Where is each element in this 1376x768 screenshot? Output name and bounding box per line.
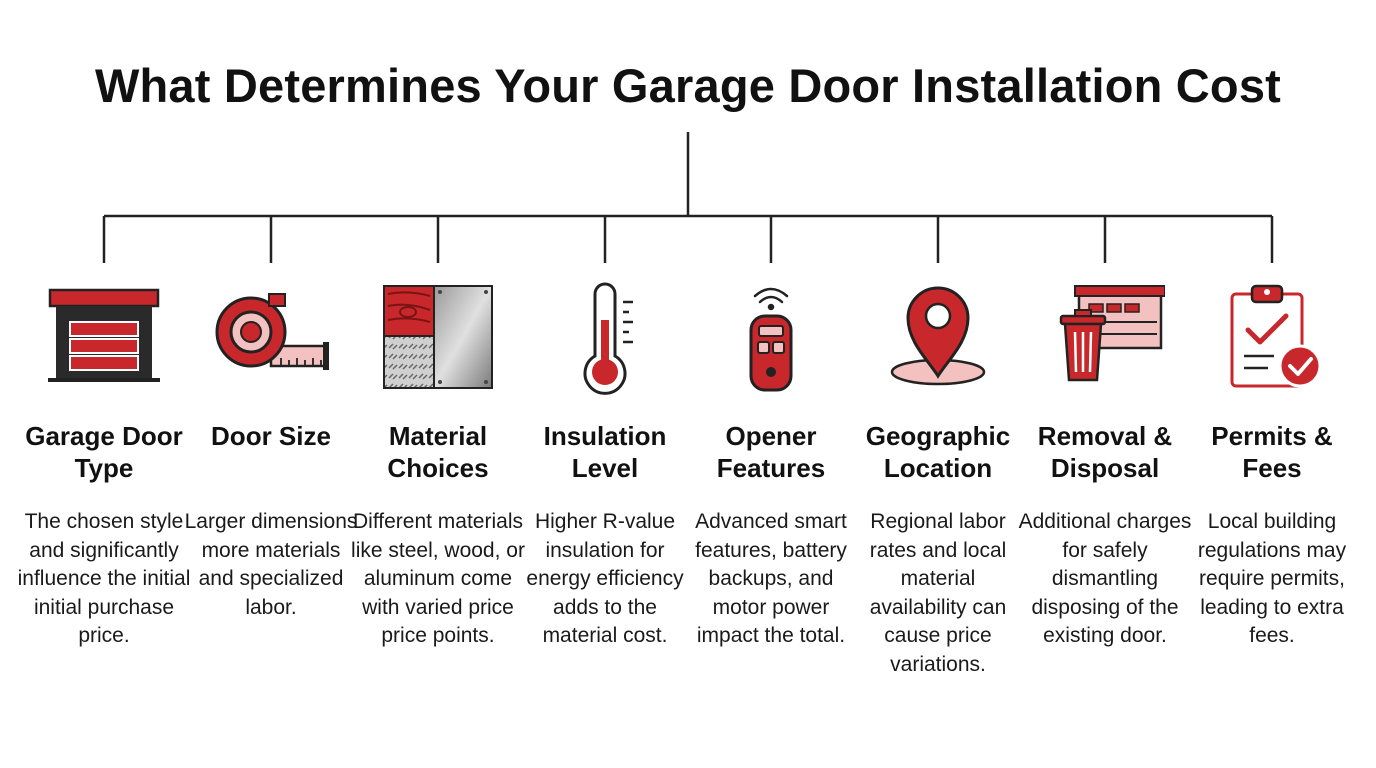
tape-measure-icon [215,293,329,370]
factor-title: Garage Door Type [25,421,183,483]
thermometer-icon [583,282,633,395]
factor-door-size: Door Size Larger dimensions more materia… [185,280,357,619]
factor-geographic-location: Geographic Location Regional labor rates… [858,280,1018,676]
factor-removal-disposal: Removal & Disposal Additional charges fo… [1019,280,1191,647]
clipboard-check-icon [1230,284,1322,388]
trash-bin-icon [1059,285,1165,382]
factor-material-choices: Material Choices Different materials lik… [351,280,525,647]
factor-insulation-level: Insulation Level Higher R-value insulati… [525,280,685,647]
factor-title: Geographic Location [865,421,1011,483]
factor-opener-features: Opener Features Advanced smart features,… [691,280,851,647]
factor-description: Local building regulations may require p… [1197,510,1347,647]
factor-garage-door-type: Garage Door Type The chosen style and si… [18,280,190,647]
factor-title: Permits & Fees [1211,421,1333,483]
location-pin-icon [890,286,986,386]
factor-title: Door Size [211,421,331,451]
factor-title: Insulation Level [543,421,667,483]
factor-description: Larger dimensions more materials and spe… [184,510,358,619]
factor-description: Advanced smart features, battery backups… [695,510,847,647]
factor-title: Removal & Disposal [1037,421,1173,483]
factor-permits-fees: Permits & Fees Local building regulation… [1192,280,1352,647]
factor-description: The chosen style and significantly influ… [17,510,191,647]
factor-description: Regional labor rates and local material … [869,510,1007,676]
factor-description: Different materials like steel, wood, or… [351,510,525,647]
remote-control-icon [749,287,793,392]
factor-title: Material Choices [387,421,489,483]
material-swatches-icon [383,285,493,389]
factor-description: Additional charges for safely dismantlin… [1018,510,1192,647]
garage-door-icon [48,288,160,382]
factor-title: Opener Features [716,421,826,483]
page-title: What Determines Your Garage Door Install… [94,59,1282,112]
factor-description: Higher R-value insulation for energy eff… [526,510,684,647]
